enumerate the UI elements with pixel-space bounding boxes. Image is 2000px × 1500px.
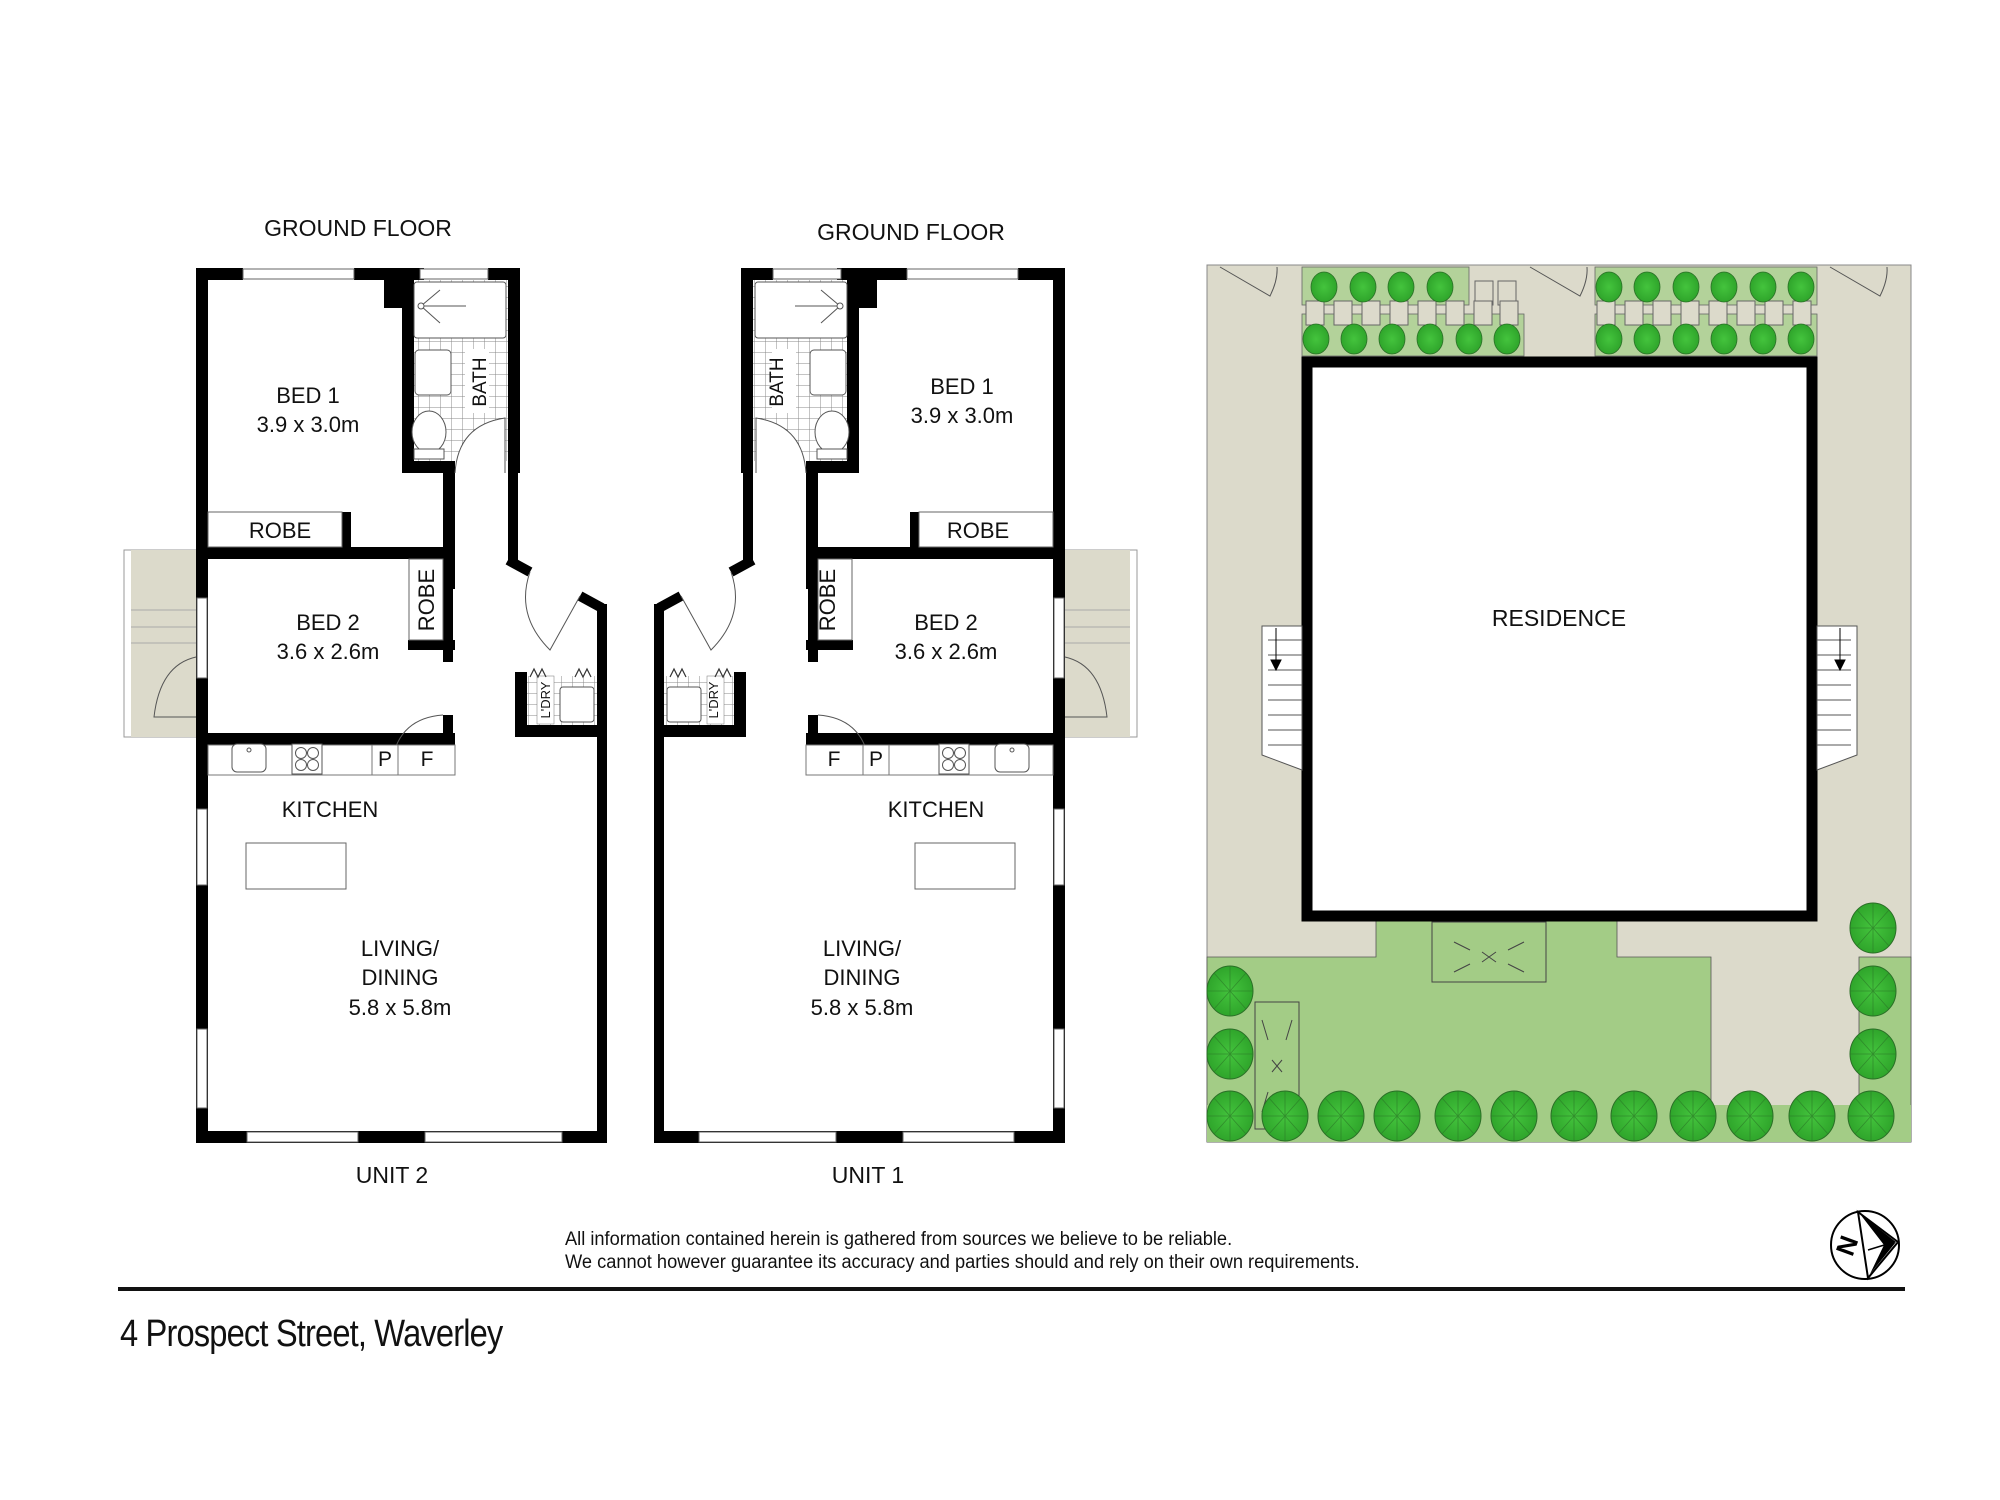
fridge-label: F [828,748,841,771]
disclaimer-line-1: All information contained herein is gath… [565,1229,1233,1250]
room-name-kitchen: KITCHEN [888,797,985,822]
room-name-bed2: BED 2 [914,610,978,635]
property-address: 4 Prospect Street, Waverley [120,1313,503,1355]
room-name-robe: ROBE [815,569,840,631]
room-size-living: 5.8 x 5.8m [811,995,914,1020]
room-size-living: 5.8 x 5.8m [349,995,452,1020]
unit-2-plan [123,268,607,1143]
unit-label: UNIT 2 [356,1162,428,1188]
unit-label: UNIT 1 [832,1162,904,1188]
room-name-bed1: BED 1 [930,374,994,399]
disclaimer: All information contained herein is gath… [565,1228,1360,1274]
residence-label: RESIDENCE [1492,605,1626,631]
room-size-bed1: 3.9 x 3.0m [911,403,1014,428]
room-name-robe: ROBE [947,518,1009,543]
level-label: GROUND FLOOR [264,215,452,241]
room-name-laundry: L'DRY [706,681,721,718]
footer-divider [118,1287,1905,1291]
room-name-bath: BATH [767,357,788,406]
room-name-living-1: LIVING/ [361,936,440,961]
level-label: GROUND FLOOR [817,219,1005,245]
disclaimer-line-2: We cannot however guarantee its accuracy… [565,1252,1360,1273]
room-name-robe: ROBE [249,518,311,543]
room-name-kitchen: KITCHEN [282,797,379,822]
room-size-bed2: 3.6 x 2.6m [277,639,380,664]
site-plan [1206,264,1912,1143]
north-arrow-icon: N [1830,1209,1900,1281]
room-size-bed2: 3.6 x 2.6m [895,639,998,664]
room-name-living-2: DINING [824,965,901,990]
fridge-label: F [421,748,434,771]
room-name-living-1: LIVING/ [823,936,902,961]
room-size-bed1: 3.9 x 3.0m [257,412,360,437]
room-name-bed1: BED 1 [276,383,340,408]
pantry-label: P [869,748,883,771]
unit-1-plan [654,268,1138,1143]
unit-1-labels: GROUND FLOOR BED 1 3.9 x 3.0m BATH ROBE … [706,219,1013,1188]
pantry-label: P [378,748,392,771]
room-name-living-2: DINING [362,965,439,990]
room-name-robe: ROBE [414,569,439,631]
room-name-bath: BATH [470,357,491,406]
unit-2-labels: GROUND FLOOR BED 1 3.9 x 3.0m BATH ROBE … [249,215,553,1188]
room-name-laundry: L'DRY [538,681,553,718]
room-name-bed2: BED 2 [296,610,360,635]
